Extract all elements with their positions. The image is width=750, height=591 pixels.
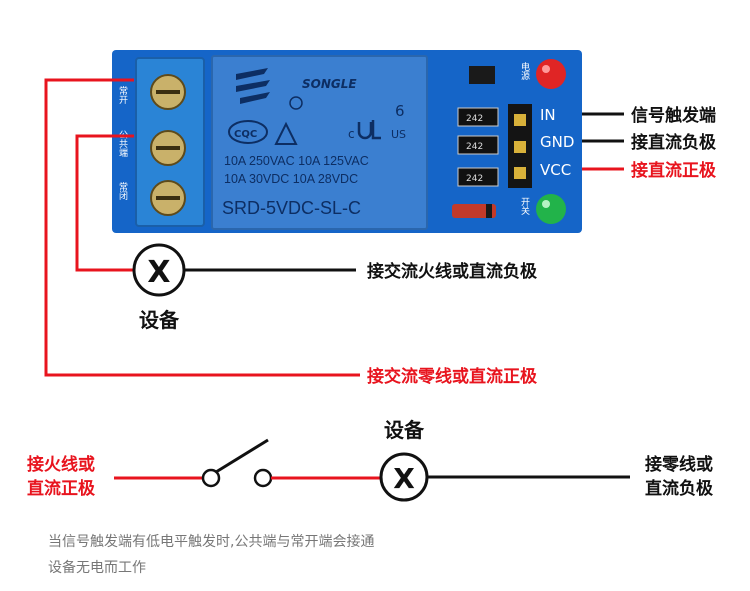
transistor (469, 66, 495, 84)
pin-label-in: IN (540, 106, 556, 124)
terminal-screw-com (150, 130, 186, 166)
terminal-screw-nc (150, 180, 186, 216)
screw-terminal-block (135, 57, 205, 227)
switch-led-label: 开关 (519, 197, 530, 216)
relay-body: SONGLE 6 CQC c US 10A 250VAC 10A 125VAC … (211, 55, 428, 230)
cqc-mark-icon (228, 120, 268, 144)
diode (452, 204, 496, 218)
relay-module: 常开 公共端 常闭 SONGLE 6 CQC c US 10A 250VAC 1… (112, 50, 582, 233)
registered-icon (289, 96, 303, 110)
relay-spec-line1: 10A 250VAC 10A 125VAC (224, 154, 369, 168)
songle-logo-icon (236, 68, 270, 104)
circuit-right-label-2: 直流负极 (645, 478, 713, 499)
device-label-top: 设备 (139, 308, 180, 332)
device-symbol-top-x: X (147, 255, 170, 290)
resistor-3 (457, 167, 499, 187)
pin-vcc-label: 接直流正极 (631, 160, 716, 181)
device-symbol-top: X (132, 243, 186, 297)
pin-label-vcc: VCC (540, 161, 571, 179)
header-pin-vcc (514, 167, 526, 179)
device-symbol-bottom: X (379, 452, 429, 502)
device-symbol-bottom-x: X (393, 462, 415, 495)
power-led (536, 59, 566, 89)
pin-label-gnd: GND (540, 133, 574, 151)
header-pin-in (514, 114, 526, 126)
resistor-1-code: 242 (466, 114, 483, 124)
relay-cert-left: CQC (234, 129, 257, 140)
relay-c-mark: c (348, 127, 355, 141)
terminal-screw-no (150, 74, 186, 110)
switch-led (536, 194, 566, 224)
safety-triangle-icon (274, 121, 298, 145)
pin-gnd-label: 接直流负极 (631, 132, 716, 153)
note-line-1: 当信号触发端有低电平触发时,公共端与常开端会接通 (48, 534, 375, 550)
power-led-label: 电源 (519, 61, 530, 81)
switch-blade (215, 438, 269, 474)
ul-mark-icon (357, 120, 381, 140)
circuit-left-label-1: 接火线或 (27, 454, 95, 475)
switch-contact-right (253, 468, 273, 488)
resistor-1 (457, 107, 499, 127)
resistor-2-code: 242 (466, 142, 483, 152)
terminal-label-no: 常开 (117, 85, 128, 105)
com-red-wire (75, 134, 134, 272)
no-red-wire (44, 78, 360, 377)
relay-number: 6 (395, 102, 405, 120)
relay-spec-line2: 10A 30VDC 10A 28VDC (224, 172, 358, 186)
relay-us-mark: US (391, 128, 406, 141)
device-label-bottom: 设备 (384, 418, 425, 442)
resistor-2 (457, 135, 499, 155)
resistor-3-code: 242 (466, 174, 483, 184)
relay-brand: SONGLE (302, 77, 357, 91)
circuit-left-label-2: 直流正极 (27, 478, 95, 499)
circuit-right-label-1: 接零线或 (645, 454, 713, 475)
terminal-label-nc: 常闭 (117, 181, 128, 201)
switch-contact-left (201, 468, 221, 488)
terminal-label-com: 公共端 (117, 130, 128, 158)
live-label: 接交流火线或直流负极 (367, 261, 537, 282)
note-line-2: 设备无电而工作 (48, 560, 146, 576)
header-pin-gnd (514, 141, 526, 153)
relay-model: SRD-5VDC-SL-C (222, 198, 361, 218)
neutral-label: 接交流零线或直流正极 (367, 366, 537, 387)
pin-in-label: 信号触发端 (631, 105, 716, 126)
